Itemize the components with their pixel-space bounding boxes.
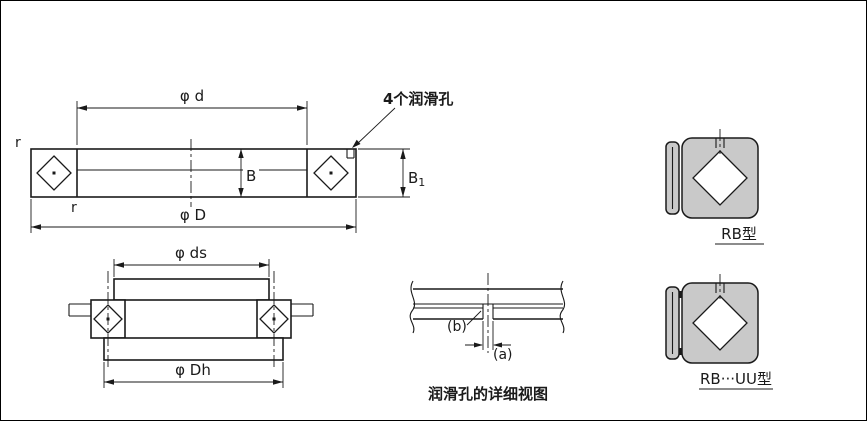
hole-label-b: (b) [447,310,482,335]
leader-arrowhead [352,139,361,148]
mounted-section-view: φ ds φ Dh [68,244,314,388]
dim-label-width-b1: B1 [408,169,425,189]
roller-cross-section [692,150,748,206]
mounted-assembly [68,271,314,369]
dim-label-housing-bore: φ Dh [175,361,211,379]
label-backdrop [243,166,259,184]
ring-wall-section [409,273,566,353]
fillet-radius-label-bottom: r [71,200,77,216]
rb-type-figure: RB型 [665,129,764,245]
roller-cross-section [692,295,748,351]
width-b1-dimension: B1 [358,148,425,198]
break-line-left [409,280,416,334]
housing-seat [103,337,284,361]
dim-label-shaft-seat: φ ds [175,244,207,262]
hole-dim-a: (a) [465,321,513,363]
housing-bore-dimension: φ Dh [103,361,284,388]
lube-holes-callout: 4个润滑孔 [352,90,453,148]
rb-uu-type-caption: RB···UU型 [700,370,772,388]
main-section-view: φ d φ D B B1 r r [15,87,453,233]
roller-center-dot [52,171,56,175]
dim-label-outer-diameter: φ D [180,206,206,224]
width-b-dimension: B [238,149,259,197]
inner-ring-clamp [113,278,270,301]
lube-holes-label: 4个润滑孔 [383,90,453,108]
rb-uu-type-figure: RB···UU型 [665,274,773,390]
hole-diameter-label: (a) [493,347,513,363]
counterbore-label: (b) [447,319,467,335]
bearing-outline [30,148,357,198]
dim-label-width-b: B [246,167,256,185]
left-flange-tab [68,303,91,317]
rb-type-caption: RB型 [721,225,757,243]
lube-hole-detail-view: (a) (b) 润滑孔的详细视图 [409,273,566,403]
outer-diameter-dimension: φ D [30,199,357,233]
b1-base: B [408,169,418,187]
b1-subscript: 1 [418,176,425,189]
detail-view-caption: 润滑孔的详细视图 [428,385,548,403]
inner-diameter-dimension: φ d [76,87,308,145]
seal-mark-bottom [679,348,682,355]
right-flange-tab [291,303,314,317]
fillet-radius-label-top: r [15,135,21,151]
break-line-right [559,280,566,334]
dim-label-inner-diameter: φ d [180,87,204,105]
bearing-body [30,139,357,207]
seal-mark-top [679,291,682,298]
lubrication-hole [346,149,355,159]
roller-center-dot [329,171,333,175]
shaft-seat-dimension: φ ds [113,244,270,277]
